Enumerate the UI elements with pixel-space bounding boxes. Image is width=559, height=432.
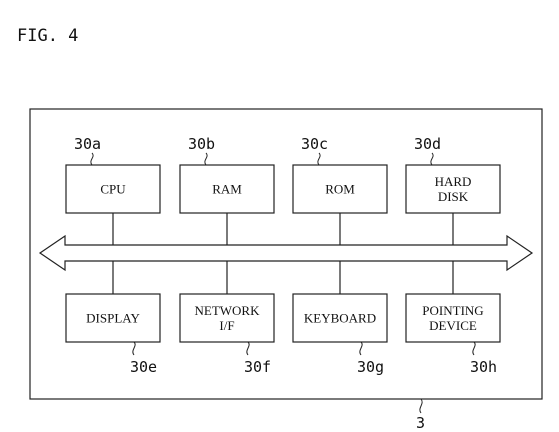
system-frame	[29, 108, 543, 400]
block-rom: ROM 30c	[292, 135, 388, 214]
leader-30c	[317, 152, 321, 166]
block-rom-box	[292, 164, 388, 214]
block-pointing-device-label-2: DEVICE	[429, 318, 477, 333]
ref-30g: 30g	[357, 358, 384, 376]
block-pointing-device-label-1: POINTING	[422, 303, 483, 318]
system-ref-leader	[419, 398, 423, 414]
ref-30d: 30d	[414, 135, 441, 153]
system-ref-label: 3	[416, 414, 425, 432]
leader-30g	[359, 341, 363, 356]
system-bus-arrow	[38, 234, 534, 272]
ref-30b: 30b	[188, 135, 215, 153]
figure-label: FIG. 4	[17, 26, 78, 46]
leader-30f	[246, 341, 250, 356]
block-cpu-box	[65, 164, 161, 214]
block-ram-label-1: RAM	[212, 182, 242, 197]
ref-30f: 30f	[244, 358, 271, 376]
bus-connectors	[112, 213, 454, 294]
block-cpu: CPU 30a	[65, 135, 161, 214]
block-ram: RAM 30b	[179, 135, 275, 214]
block-display: DISPLAY 30e	[65, 293, 161, 376]
leader-30h	[472, 341, 476, 356]
block-hard-disk-box	[405, 164, 501, 214]
block-network-if-label-1: NETWORK	[195, 303, 261, 318]
block-display-label-1: DISPLAY	[86, 311, 140, 326]
block-ram-box	[179, 164, 275, 214]
block-rom-label-1: ROM	[325, 182, 355, 197]
block-cpu-label-1: CPU	[100, 182, 126, 197]
leader-30d	[430, 152, 434, 166]
block-display-box	[65, 293, 161, 343]
leader-30a	[90, 152, 94, 166]
ref-30a: 30a	[74, 135, 101, 153]
ref-30h: 30h	[470, 358, 497, 376]
block-network-if-label-2: I/F	[219, 318, 234, 333]
block-keyboard-box	[292, 293, 388, 343]
leader-30b	[204, 152, 208, 166]
block-pointing-device-box	[405, 293, 501, 343]
block-hard-disk-label-2: DISK	[438, 189, 469, 204]
block-keyboard-label-1: KEYBOARD	[304, 311, 376, 326]
block-hard-disk-label-1: HARD	[435, 174, 472, 189]
block-network-if-box	[179, 293, 275, 343]
ref-30e: 30e	[130, 358, 157, 376]
block-keyboard: KEYBOARD 30g	[292, 293, 388, 376]
leader-30e	[132, 341, 136, 356]
ref-30c: 30c	[301, 135, 328, 153]
